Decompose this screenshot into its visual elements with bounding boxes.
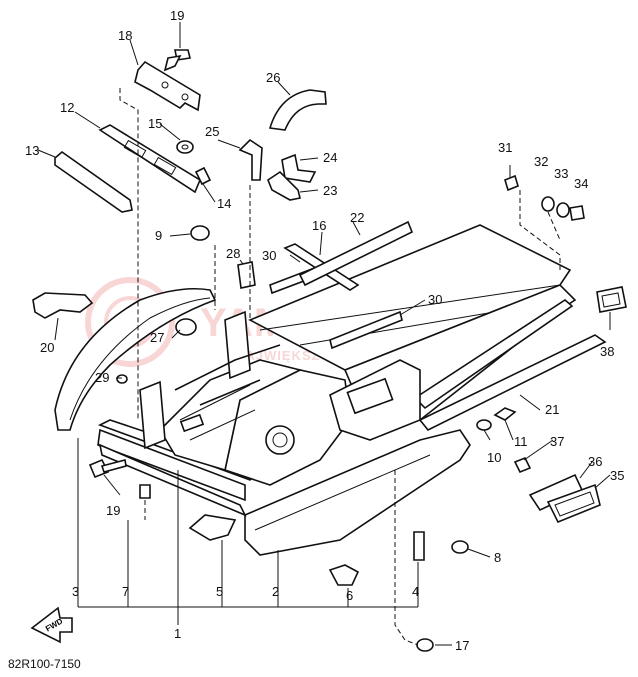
- label-13: 13: [25, 143, 39, 158]
- part-6-clip: [328, 564, 360, 586]
- part-8-grommet: [451, 540, 469, 554]
- watermark-logo-circle: [85, 277, 175, 367]
- skid-plate-line: [254, 454, 431, 531]
- part-4-bolt: [413, 531, 425, 561]
- label-14: 14: [217, 196, 231, 211]
- label-22: 22: [350, 210, 364, 225]
- part-29-washer: [116, 374, 128, 384]
- label-19-lower: 19: [106, 503, 120, 518]
- label-16: 16: [312, 218, 326, 233]
- part-12-plate: [98, 124, 202, 194]
- label-10: 10: [487, 450, 501, 465]
- part-9-nut: [190, 225, 210, 241]
- part-38-reflector: [596, 286, 627, 313]
- label-29: 29: [95, 370, 109, 385]
- label-31: 31: [498, 140, 512, 155]
- part-36-35-plate: [528, 473, 601, 524]
- part-22-long-strip: [298, 220, 414, 287]
- part-14-pin: [194, 166, 212, 186]
- label-28: 28: [226, 246, 240, 261]
- label-21: 21: [545, 402, 559, 417]
- label-25: 25: [205, 124, 219, 139]
- label-15: 15: [148, 116, 162, 131]
- part-33-washer: [556, 202, 570, 218]
- inner-frame-rib-1: [179, 384, 251, 421]
- part-32-washer: [541, 196, 555, 212]
- frame-bar-1: [174, 344, 281, 391]
- label-30-right: 30: [428, 292, 442, 307]
- label-30-top: 30: [262, 248, 276, 263]
- part-23-bracket: [267, 170, 301, 201]
- label-9: 9: [155, 228, 162, 243]
- label-5: 5: [216, 584, 223, 599]
- part-37-nut: [513, 456, 532, 474]
- label-11: 11: [514, 434, 528, 449]
- part-26-handle: [268, 89, 327, 131]
- part-28-block: [237, 261, 256, 289]
- part-27-pad: [175, 318, 197, 336]
- part-labels: 19 18 12 15 13 14 9 26 25 24 23 28 30 16…: [25, 8, 624, 653]
- tunnel-edge-1: [259, 284, 561, 331]
- label-20: 20: [40, 340, 54, 355]
- rear-running-board: [418, 334, 607, 432]
- fwd-arrow-icon: FWD: [30, 606, 73, 644]
- lower-skid-plate: [244, 429, 471, 556]
- label-12: 12: [60, 100, 74, 115]
- frame-bar-2: [199, 379, 261, 406]
- label-37: 37: [550, 434, 564, 449]
- part-15-nut: [176, 140, 194, 154]
- inner-frame-plate: [158, 359, 303, 472]
- label-7: 7: [122, 584, 129, 599]
- main-frame: [54, 224, 607, 556]
- part-19-bolt-lower: [88, 458, 127, 479]
- bottom-rail: [98, 443, 247, 517]
- label-27: 27: [150, 330, 164, 345]
- label-35: 35: [610, 468, 624, 483]
- inner-frame-rib-2: [189, 409, 256, 441]
- part-5-bracket: [188, 514, 237, 541]
- part-30-bar-lower: [329, 310, 403, 350]
- tunnel-top: [248, 224, 572, 371]
- label-3: 3: [72, 584, 79, 599]
- lower-front-crossmember: [97, 428, 246, 502]
- label-8: 8: [494, 550, 501, 565]
- left-cowl-inner-line: [69, 297, 211, 421]
- label-17: 17: [455, 638, 469, 653]
- part-11-bolt: [493, 407, 517, 421]
- engine-mount-hole: [265, 425, 295, 455]
- rear-housing-vent: [346, 377, 394, 415]
- label-6: 6: [346, 588, 353, 603]
- part-31-bolt: [504, 174, 519, 192]
- label-26: 26: [266, 70, 280, 85]
- part-20-clip: [32, 292, 94, 319]
- label-23: 23: [323, 183, 337, 198]
- part-19-bolt-top: [163, 49, 191, 72]
- part-7-pin: [139, 484, 151, 499]
- leader-lines: [37, 22, 611, 646]
- part-18-bracket: [134, 60, 201, 112]
- label-19-top: 19: [170, 8, 184, 23]
- part-25-rod: [238, 138, 263, 181]
- label-2: 2: [272, 584, 279, 599]
- part-13-rail: [54, 150, 133, 213]
- label-33: 33: [554, 166, 568, 181]
- part-10-washer: [476, 419, 492, 431]
- label-38: 38: [600, 344, 614, 359]
- label-34: 34: [574, 176, 588, 191]
- label-4: 4: [412, 584, 419, 599]
- label-36: 36: [588, 454, 602, 469]
- frame-slot: [179, 413, 205, 433]
- engine-mount-hole-inner: [272, 432, 288, 448]
- label-18: 18: [118, 28, 132, 43]
- part-17-bolt: [416, 638, 434, 652]
- part-34-nut: [569, 205, 585, 221]
- label-32: 32: [534, 154, 548, 169]
- label-1: 1: [174, 626, 181, 641]
- label-24: 24: [323, 150, 337, 165]
- right-rail: [413, 299, 574, 410]
- drawing-code: 82R100-7150: [8, 657, 81, 671]
- center-upright: [224, 310, 251, 380]
- left-upright: [139, 380, 166, 450]
